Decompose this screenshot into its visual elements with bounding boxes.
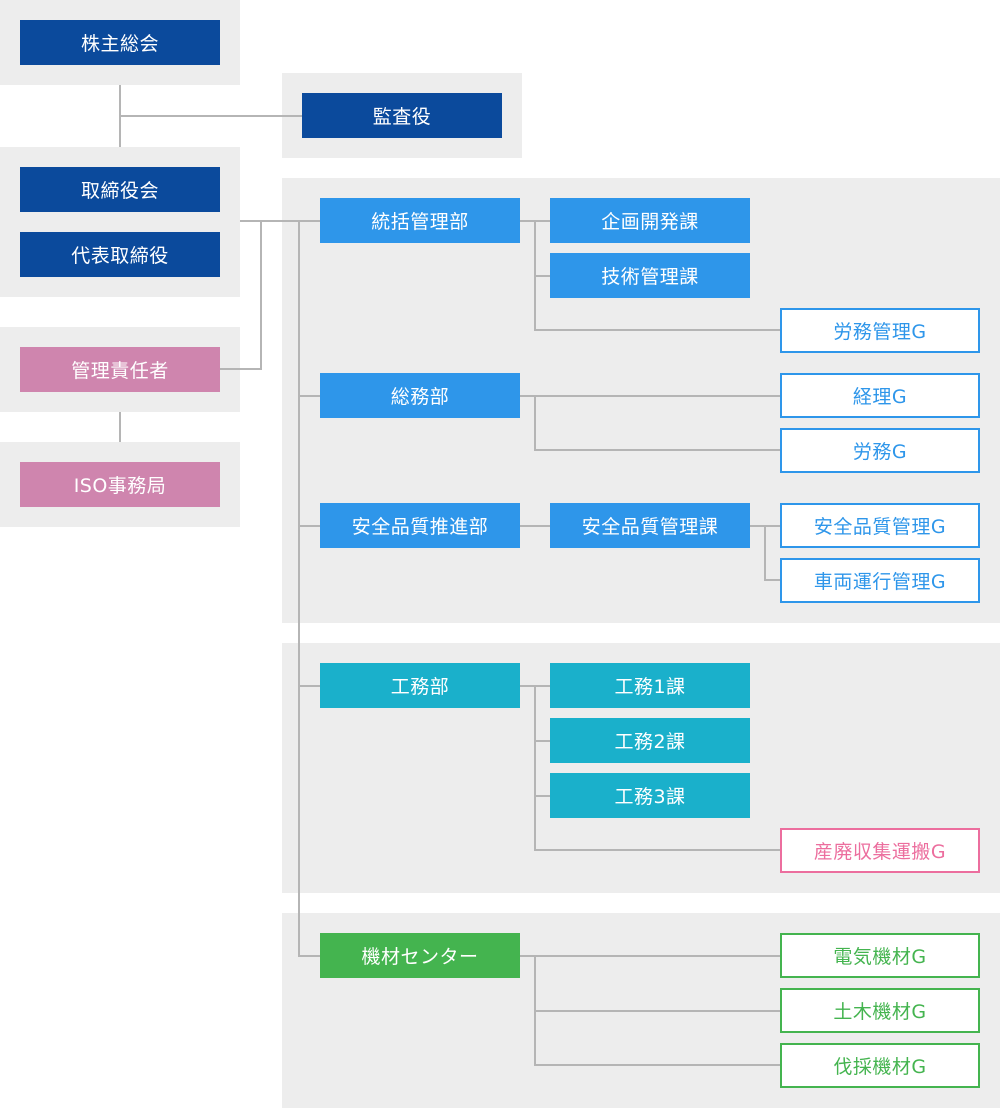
construction-section-2-box[interactable]: 工務2課: [550, 718, 750, 763]
electrical-equipment-group-box[interactable]: 電気機材G: [780, 933, 980, 978]
connector-line: [534, 329, 780, 331]
connector-line: [119, 412, 121, 442]
connector-line: [764, 579, 780, 581]
planning-development-section-box[interactable]: 企画開発課: [550, 198, 750, 243]
logging-equipment-group-box[interactable]: 伐採機材G: [780, 1043, 980, 1088]
connector-line: [520, 525, 550, 527]
safety-quality-group-box[interactable]: 安全品質管理G: [780, 503, 980, 548]
connector-line: [534, 275, 550, 277]
connector-line: [220, 368, 262, 370]
connector-line: [534, 740, 550, 742]
connector-line: [534, 795, 550, 797]
construction-section-3-box[interactable]: 工務3課: [550, 773, 750, 818]
construction-dept-box[interactable]: 工務部: [320, 663, 520, 708]
equipment-center-box[interactable]: 機材センター: [320, 933, 520, 978]
connector-line: [298, 220, 300, 957]
connector-line: [534, 449, 780, 451]
connector-line: [534, 1010, 780, 1012]
civil-equipment-group-box[interactable]: 土木機材G: [780, 988, 980, 1033]
safety-quality-dept-box[interactable]: 安全品質推進部: [320, 503, 520, 548]
management-representative-box[interactable]: 管理責任者: [20, 347, 220, 392]
technical-management-section-box[interactable]: 技術管理課: [550, 253, 750, 298]
connector-line: [260, 220, 262, 370]
general-affairs-dept-box[interactable]: 総務部: [320, 373, 520, 418]
connector-line: [520, 395, 780, 397]
auditor-box[interactable]: 監査役: [302, 93, 502, 138]
connector-line: [240, 220, 320, 222]
representative-director-box[interactable]: 代表取締役: [20, 232, 220, 277]
vehicle-operation-group-box[interactable]: 車両運行管理G: [780, 558, 980, 603]
connector-line: [764, 525, 766, 581]
labor-group-box[interactable]: 労務G: [780, 428, 980, 473]
general-management-dept-box[interactable]: 統括管理部: [320, 198, 520, 243]
connector-line: [298, 525, 320, 527]
safety-quality-section-box[interactable]: 安全品質管理課: [550, 503, 750, 548]
connector-line: [298, 395, 320, 397]
construction-section-1-box[interactable]: 工務1課: [550, 663, 750, 708]
connector-line: [534, 685, 536, 851]
iso-office-box[interactable]: ISO事務局: [20, 462, 220, 507]
accounting-group-box[interactable]: 経理G: [780, 373, 980, 418]
connector-line: [534, 849, 780, 851]
connector-line: [120, 115, 302, 117]
connector-line: [534, 1064, 780, 1066]
connector-line: [298, 685, 320, 687]
shareholders-meeting-box[interactable]: 株主総会: [20, 20, 220, 65]
board-of-directors-box[interactable]: 取締役会: [20, 167, 220, 212]
connector-line: [534, 395, 536, 451]
connector-line: [520, 955, 780, 957]
labor-management-group-box[interactable]: 労務管理G: [780, 308, 980, 353]
waste-collection-group-box[interactable]: 産廃収集運搬G: [780, 828, 980, 873]
connector-line: [298, 955, 320, 957]
